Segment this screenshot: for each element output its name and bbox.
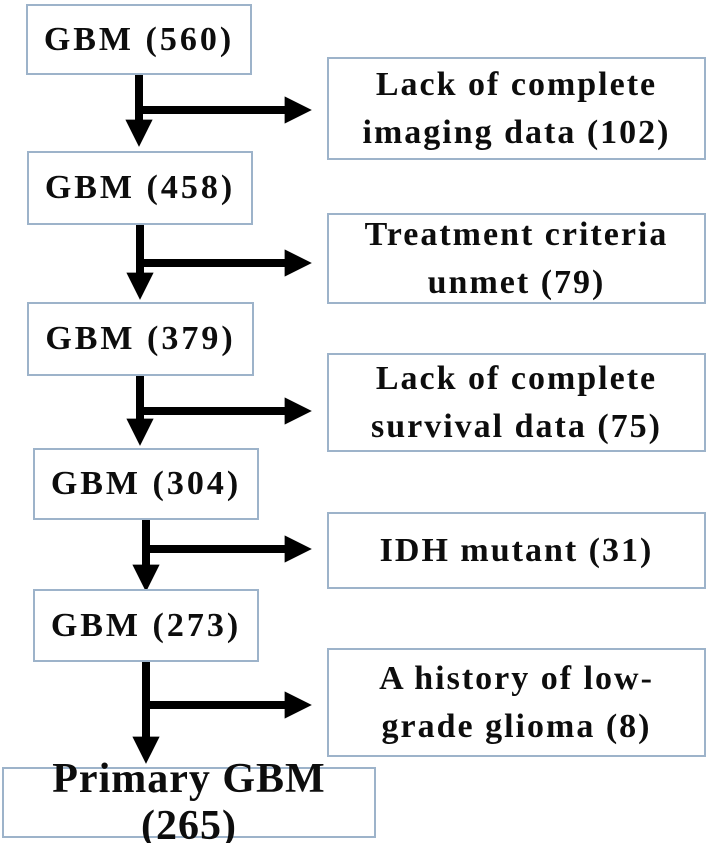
flow-box-label: GBM (458) bbox=[44, 169, 236, 207]
exclusion-box-survival-data: Lack of complete survival data (75) bbox=[327, 353, 706, 452]
flow-box-label: Primary GBM (265) bbox=[52, 756, 326, 843]
flow-box-label: GBM (379) bbox=[45, 320, 236, 358]
flow-box-gbm-379: GBM (379) bbox=[27, 302, 254, 376]
exclusion-box-idh-mutant: IDH mutant (31) bbox=[327, 512, 706, 589]
flow-box-label: GBM (304) bbox=[50, 465, 242, 503]
flow-box-label: GBM (273) bbox=[50, 606, 242, 644]
flow-box-label: GBM (560) bbox=[43, 20, 235, 58]
flow-box-gbm-304: GBM (304) bbox=[33, 448, 259, 520]
exclusion-box-label: IDH mutant (31) bbox=[379, 531, 654, 569]
exclusion-box-imaging-data: Lack of complete imaging data (102) bbox=[327, 57, 706, 160]
exclusion-box-treatment-criteria: Treatment criteria unmet (79) bbox=[327, 213, 706, 304]
exclusion-box-label: A history of low- grade glioma (8) bbox=[379, 659, 654, 745]
flow-box-primary-gbm-265: Primary GBM (265) bbox=[2, 756, 376, 843]
flow-box-gbm-273: GBM (273) bbox=[33, 589, 259, 662]
exclusion-box-label: Lack of complete imaging data (102) bbox=[362, 65, 671, 151]
flow-box-gbm-458: GBM (458) bbox=[27, 151, 253, 225]
exclusion-box-label: Lack of complete survival data (75) bbox=[371, 359, 662, 445]
exclusion-box-low-grade-glioma: A history of low- grade glioma (8) bbox=[327, 648, 706, 757]
exclusion-box-label: Treatment criteria unmet (79) bbox=[364, 215, 669, 301]
flow-box-gbm-560: GBM (560) bbox=[26, 4, 252, 75]
